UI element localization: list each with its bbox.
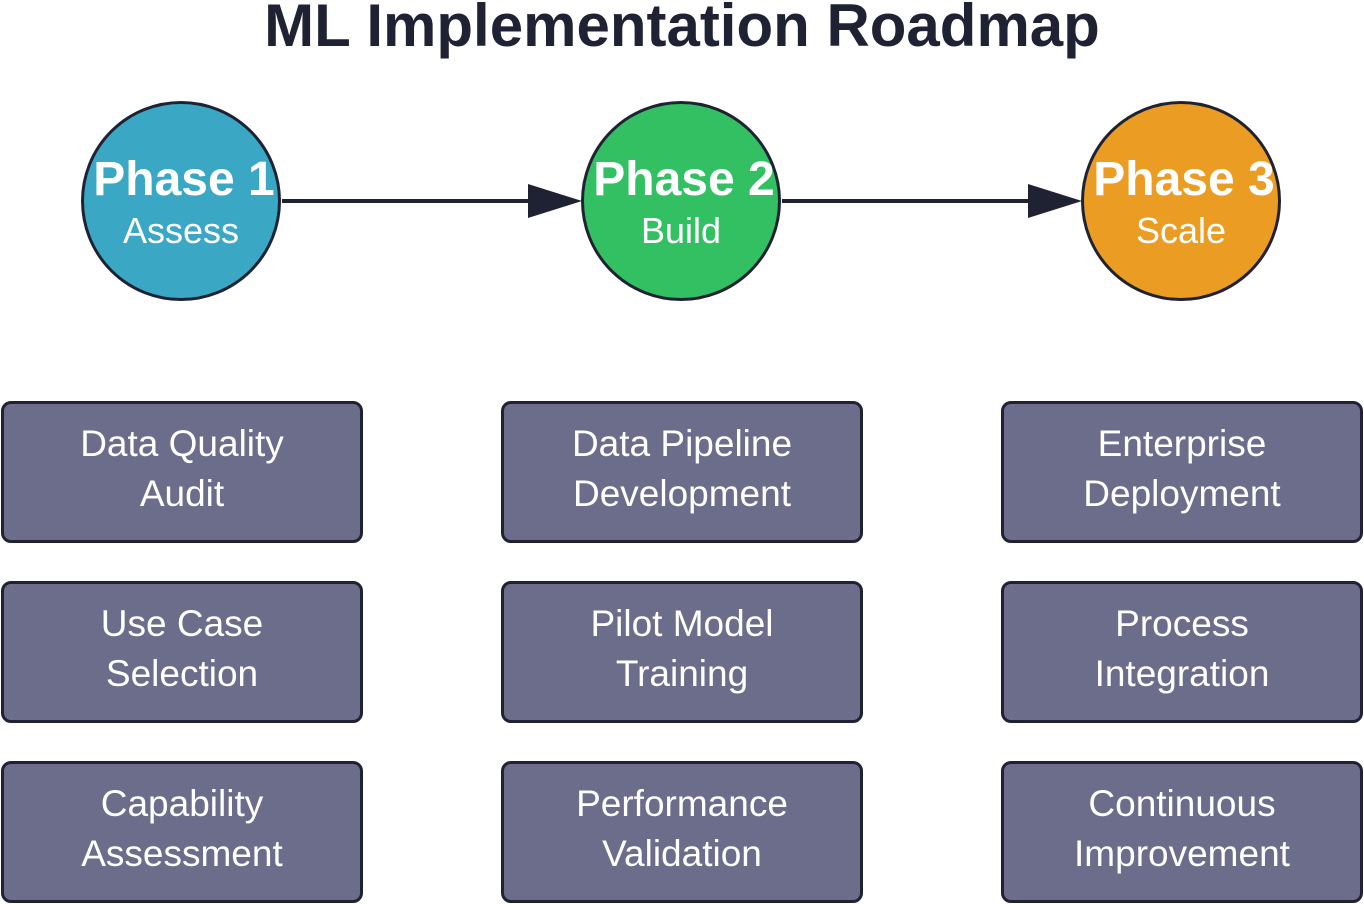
phase-2-label: Phase 2 xyxy=(593,153,775,206)
task-performance-validation: Performance Validation xyxy=(501,761,863,903)
phase-1-subtitle: Assess xyxy=(122,210,240,251)
phase-1-node: Phase 1 Assess xyxy=(81,101,281,301)
task-label-line1: Data Pipeline xyxy=(571,423,793,464)
task-capability-assessment: Capability Assessment xyxy=(1,761,363,903)
task-label-line1: Process xyxy=(1115,603,1249,644)
task-label-line1: Use Case xyxy=(100,603,264,644)
phase-2-node: Phase 2 Build xyxy=(581,101,781,301)
task-data-pipeline-development: Data Pipeline Development xyxy=(501,401,863,543)
task-label-line1: Data Quality xyxy=(80,423,284,464)
task-label-line1: Continuous xyxy=(1088,783,1276,824)
task-use-case-selection: Use Case Selection xyxy=(1,581,363,723)
phase-3-node: Phase 3 Scale xyxy=(1081,101,1281,301)
task-enterprise-deployment: Enterprise Deployment xyxy=(1001,401,1363,543)
phase-2-subtitle: Build xyxy=(640,210,722,251)
task-process-integration: Process Integration xyxy=(1001,581,1363,723)
task-label-line2: Improvement xyxy=(1074,833,1290,874)
phase-3-subtitle: Scale xyxy=(1135,210,1227,251)
phase-1-label: Phase 1 xyxy=(93,153,275,206)
task-label-line2: Selection xyxy=(105,653,259,694)
task-label-line2: Assessment xyxy=(81,833,283,874)
task-label-line1: Performance xyxy=(576,783,788,824)
task-continuous-improvement: Continuous Improvement xyxy=(1001,761,1363,903)
task-label-line1: Pilot Model xyxy=(590,603,774,644)
diagram-title: ML Implementation Roadmap xyxy=(264,0,1100,59)
task-label-line2: Validation xyxy=(602,833,762,874)
task-data-quality-audit: Data Quality Audit xyxy=(1,401,363,543)
arrowhead-phase2 xyxy=(528,184,582,218)
task-label-line1: Enterprise xyxy=(1097,423,1267,464)
task-label-line2: Development xyxy=(572,473,791,514)
phase-3-label: Phase 3 xyxy=(1093,153,1275,206)
arrowhead-phase3 xyxy=(1028,184,1082,218)
task-pilot-model-training: Pilot Model Training xyxy=(501,581,863,723)
task-label-line2: Training xyxy=(615,653,749,694)
task-label-line2: Audit xyxy=(139,473,225,514)
task-label-line2: Integration xyxy=(1094,653,1270,694)
task-label-line2: Deployment xyxy=(1083,473,1281,514)
task-label-line1: Capability xyxy=(100,783,264,824)
